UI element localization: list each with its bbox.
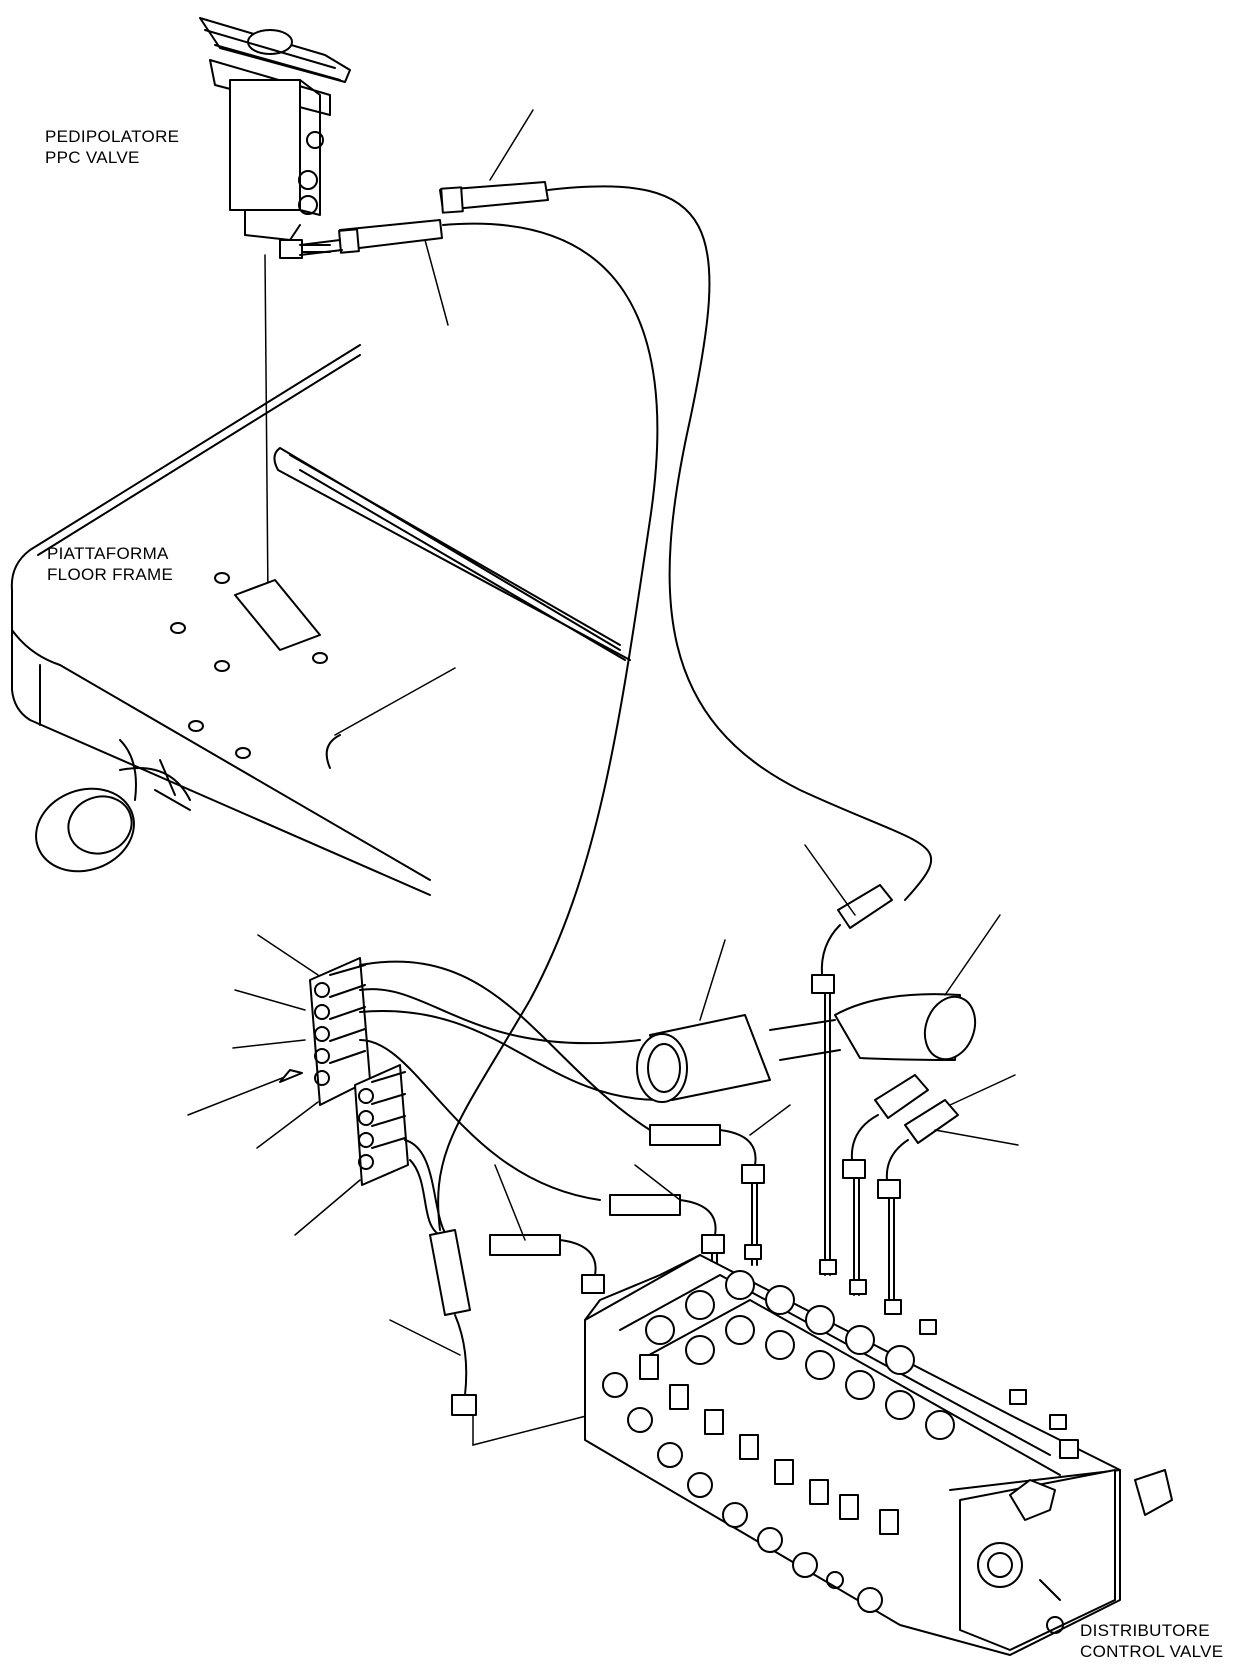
valve-spool-row-front [602,1372,883,1613]
ppc-valve-label: PEDIPOLATORE PPC VALVE [45,126,179,168]
floor-frame-label-line2: FLOOR FRAME [47,565,174,584]
ppc-leaders [264,109,534,601]
ppc-valve-drawing [199,17,351,259]
long-hoses [437,185,933,1231]
ppc-valve-label-line2: PPC VALVE [45,148,140,167]
ppc-valve-label-line1: PEDIPOLATORE [45,127,180,146]
manifold-right [354,1064,409,1186]
valve-fittings-front [639,1354,899,1535]
hose-sleeve [636,914,1001,1103]
control-valve-drawing [584,1244,1173,1656]
elbow-fittings [389,844,1019,1416]
valve-fittings-top [744,1244,1079,1459]
floor-frame-label: PIATTAFORMA FLOOR FRAME [47,543,173,585]
manifold-leaders [187,934,361,1236]
valve-spool-row-top [645,1270,955,1440]
control-valve-label-line2: CONTROL VALVE [1080,1642,1224,1661]
ppc-hoses [299,181,549,256]
floor-frame-label-line1: PIATTAFORMA [47,544,169,563]
manifold-hoses [359,960,661,1241]
control-valve-label: DISTRIBUTORE CONTROL VALVE [1080,1620,1223,1662]
control-valve-label-line1: DISTRIBUTORE [1080,1621,1210,1640]
floor-frame-drawing [10,344,631,896]
